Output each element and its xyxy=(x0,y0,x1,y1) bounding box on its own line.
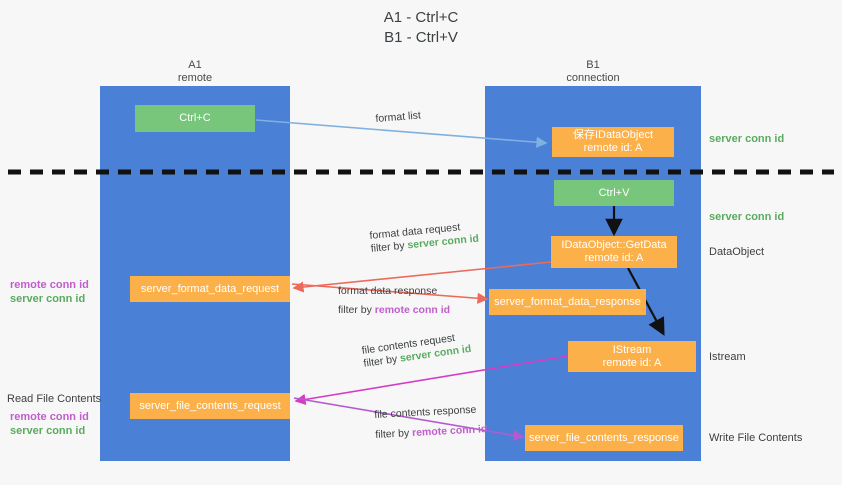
left-label-server-conn-id-1: server conn id xyxy=(10,293,86,305)
node-ctrl-c-label: Ctrl+C xyxy=(179,112,211,124)
node-istream-line1: IStream xyxy=(612,343,652,356)
right-label-server-conn-id-2-text: server conn id xyxy=(709,211,785,223)
right-label-write-file-contents-text: Write File Contents xyxy=(709,432,803,444)
title-line-1: A1 - Ctrl+C xyxy=(383,9,459,26)
edge-label-format-data-response: format data response filter by remote co… xyxy=(338,285,450,317)
node-ctrl-v[interactable]: Ctrl+V xyxy=(554,180,674,206)
left-label-server-conn-id-2: server conn id xyxy=(10,425,86,437)
page-title: A1 - Ctrl+C B1 - Ctrl+V xyxy=(0,8,842,48)
edge-format-data-response-filter-prefix: filter by xyxy=(338,304,375,316)
node-idataobject-getdata-line2: remote id: A xyxy=(584,252,644,264)
title-line-2: B1 - Ctrl+V xyxy=(384,29,458,46)
node-server-format-data-response[interactable]: server_format_data_response xyxy=(489,289,646,315)
node-istream-line2: remote id: A xyxy=(602,356,662,369)
lane-a1-name: A1 xyxy=(188,59,202,71)
node-server-format-data-request-label: server_format_data_request xyxy=(140,282,280,295)
right-label-server-conn-id-2: server conn id xyxy=(709,210,784,224)
node-server-file-contents-response[interactable]: server_file_contents_response xyxy=(525,425,683,451)
node-server-format-data-request[interactable]: server_format_data_request xyxy=(130,276,290,302)
left-label-remote-conn-id-2: remote conn id xyxy=(10,411,89,423)
right-label-server-conn-id-1-text: server conn id xyxy=(709,133,785,145)
edge-file-contents-response-filter-prefix: filter by xyxy=(375,427,413,441)
node-ctrl-c[interactable]: Ctrl+C xyxy=(135,105,255,132)
node-store-idataobject-line1: 保存IDataObject xyxy=(572,129,654,141)
node-server-format-data-response-label: server_format_data_response xyxy=(494,295,641,308)
node-server-file-contents-request-label: server_file_contents_request xyxy=(139,399,281,412)
edge-label-file-contents-response: file contents response filter by remote … xyxy=(374,403,488,442)
edge-file-contents-response-filter-value: remote conn id xyxy=(411,423,488,440)
node-idataobject-getdata[interactable]: IDataObject::GetData remote id: A xyxy=(551,236,677,268)
node-idataobject-getdata-line1: IDataObject::GetData xyxy=(561,239,667,251)
node-ctrl-v-label: Ctrl+V xyxy=(598,186,630,199)
left-label-read-file-contents: Read File Contents xyxy=(7,392,101,406)
lane-a1-sub: remote xyxy=(177,72,213,84)
edge-label-format-data-request: format data request filter by server con… xyxy=(369,220,480,256)
left-label-conn-ids-2: remote conn id server conn id xyxy=(10,410,89,438)
lane-b1-sub: connection xyxy=(566,72,620,84)
lane-header-a1: A1 remote xyxy=(100,59,290,85)
right-label-write-file-contents: Write File Contents xyxy=(709,431,802,445)
edge-label-format-data-response-text: format data response xyxy=(338,285,438,297)
lane-b1-name: B1 xyxy=(586,59,600,71)
edge-format-data-request-filter-prefix: filter by xyxy=(370,239,408,255)
lane-header-b1: B1 connection xyxy=(485,59,701,85)
edge-label-format-list: format list xyxy=(375,109,421,126)
edge-label-format-list-text: format list xyxy=(375,109,422,125)
edge-label-file-contents-response-text: file contents response xyxy=(374,403,477,421)
node-store-idataobject-line2: remote id: A xyxy=(583,142,643,154)
edge-label-format-data-response-filter: filter by remote conn id xyxy=(338,304,450,317)
edge-label-file-contents-response-filter: filter by remote conn id xyxy=(375,423,488,442)
node-server-file-contents-request[interactable]: server_file_contents_request xyxy=(130,393,290,419)
right-label-dataobject: DataObject xyxy=(709,245,764,259)
right-label-istream-text: Istream xyxy=(709,351,746,363)
edge-format-data-response-filter-value: remote conn id xyxy=(374,304,451,316)
right-label-istream: Istream xyxy=(709,350,746,364)
left-label-remote-conn-id-1: remote conn id xyxy=(10,279,89,291)
left-label-conn-ids-1: remote conn id server conn id xyxy=(10,278,89,306)
node-istream[interactable]: IStream remote id: A xyxy=(568,341,696,372)
right-label-dataobject-text: DataObject xyxy=(709,246,765,258)
left-label-read-file-contents-text: Read File Contents xyxy=(7,393,102,405)
edge-label-file-contents-request: file contents request filter by server c… xyxy=(361,330,472,371)
right-label-server-conn-id-1: server conn id xyxy=(709,132,784,146)
node-store-idataobject[interactable]: 保存IDataObject remote id: A xyxy=(552,127,674,157)
node-server-file-contents-response-label: server_file_contents_response xyxy=(529,431,679,444)
